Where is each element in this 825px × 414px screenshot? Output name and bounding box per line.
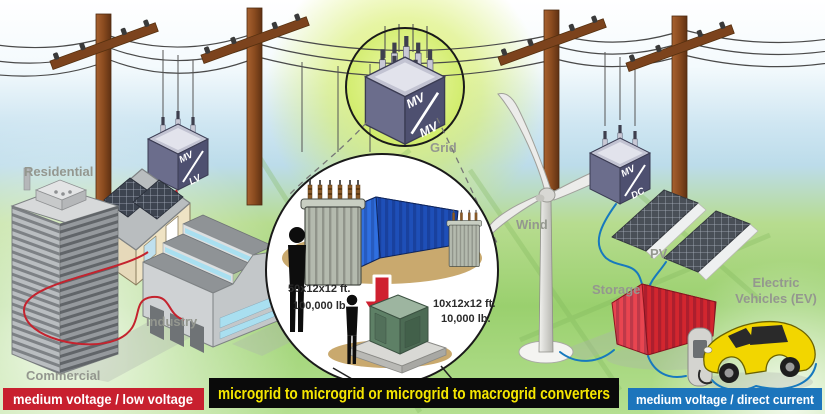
ev-label-line2: Vehicles (EV) <box>735 291 817 306</box>
storage-label: Storage <box>592 282 640 297</box>
banner-center: microgrid to microgrid or microgrid to m… <box>209 378 619 408</box>
transformer-mv-lv: MV LV <box>146 111 210 191</box>
utility-poles <box>49 7 735 226</box>
car-side-window <box>750 325 788 345</box>
padmount-transformer <box>349 294 447 374</box>
large-converter-dimensions: 50x12x12 ft. <box>288 283 350 295</box>
grid-transformer-group: MV MV Grid <box>345 24 465 155</box>
car-headlight <box>703 346 713 354</box>
converter-large-transformer <box>300 180 366 286</box>
transformer-mv-mv: MV MV <box>363 35 447 146</box>
banner-left-text: medium voltage / low voltage <box>13 392 193 407</box>
charging-station-screen <box>693 340 707 358</box>
rooftop-unit <box>34 179 88 211</box>
human-figure-2 <box>346 294 358 365</box>
banner-right: medium voltage / direct current <box>628 388 822 410</box>
factory-door <box>170 313 184 347</box>
pv-label: PV <box>650 246 668 261</box>
large-converter-weight: 100,000 lb. <box>293 300 349 312</box>
blue-wires-front <box>647 355 817 391</box>
banner-center-text: microgrid to microgrid or microgrid to m… <box>218 385 610 403</box>
grid-label: Grid <box>430 140 457 155</box>
ev-car <box>703 320 816 383</box>
industry-label: Industry <box>146 314 198 329</box>
ev-label-line1: Electric <box>753 275 800 290</box>
factory-door <box>190 321 204 353</box>
grid-circle-outline <box>345 27 465 147</box>
utility-pole-2 <box>200 7 310 206</box>
commercial-label: Commercial <box>26 368 100 383</box>
small-converter-dimensions: 10x12x12 ft. <box>433 298 495 310</box>
red-wire-loop <box>22 251 185 346</box>
wind-label: Wind <box>516 217 548 232</box>
banner-left: medium voltage / low voltage <box>3 388 204 410</box>
banner-pointer-lines <box>332 365 453 380</box>
transformer-mv-dc: MV DC <box>588 125 652 205</box>
house-window <box>143 235 157 265</box>
small-converter-weight: 10,000 lb. <box>441 313 491 325</box>
transformer-left-secondary-label: LV <box>187 172 203 187</box>
solar-array-pv <box>611 189 759 281</box>
utility-pole-3 <box>497 9 607 191</box>
converter-circle: 50x12x12 ft. 100,000 lb. 10x12x12 ft. 10… <box>265 153 499 387</box>
utility-pole-1 <box>49 13 159 226</box>
human-figure-1 <box>288 227 306 332</box>
converter-small-transformer <box>446 209 482 267</box>
utility-pole-4 <box>625 15 735 216</box>
factory-door <box>150 305 164 340</box>
residential-label: Residential <box>24 164 93 179</box>
banner-right-text: medium voltage / direct current <box>636 392 815 407</box>
car-windshield <box>728 328 756 348</box>
building-commercial <box>10 167 120 375</box>
